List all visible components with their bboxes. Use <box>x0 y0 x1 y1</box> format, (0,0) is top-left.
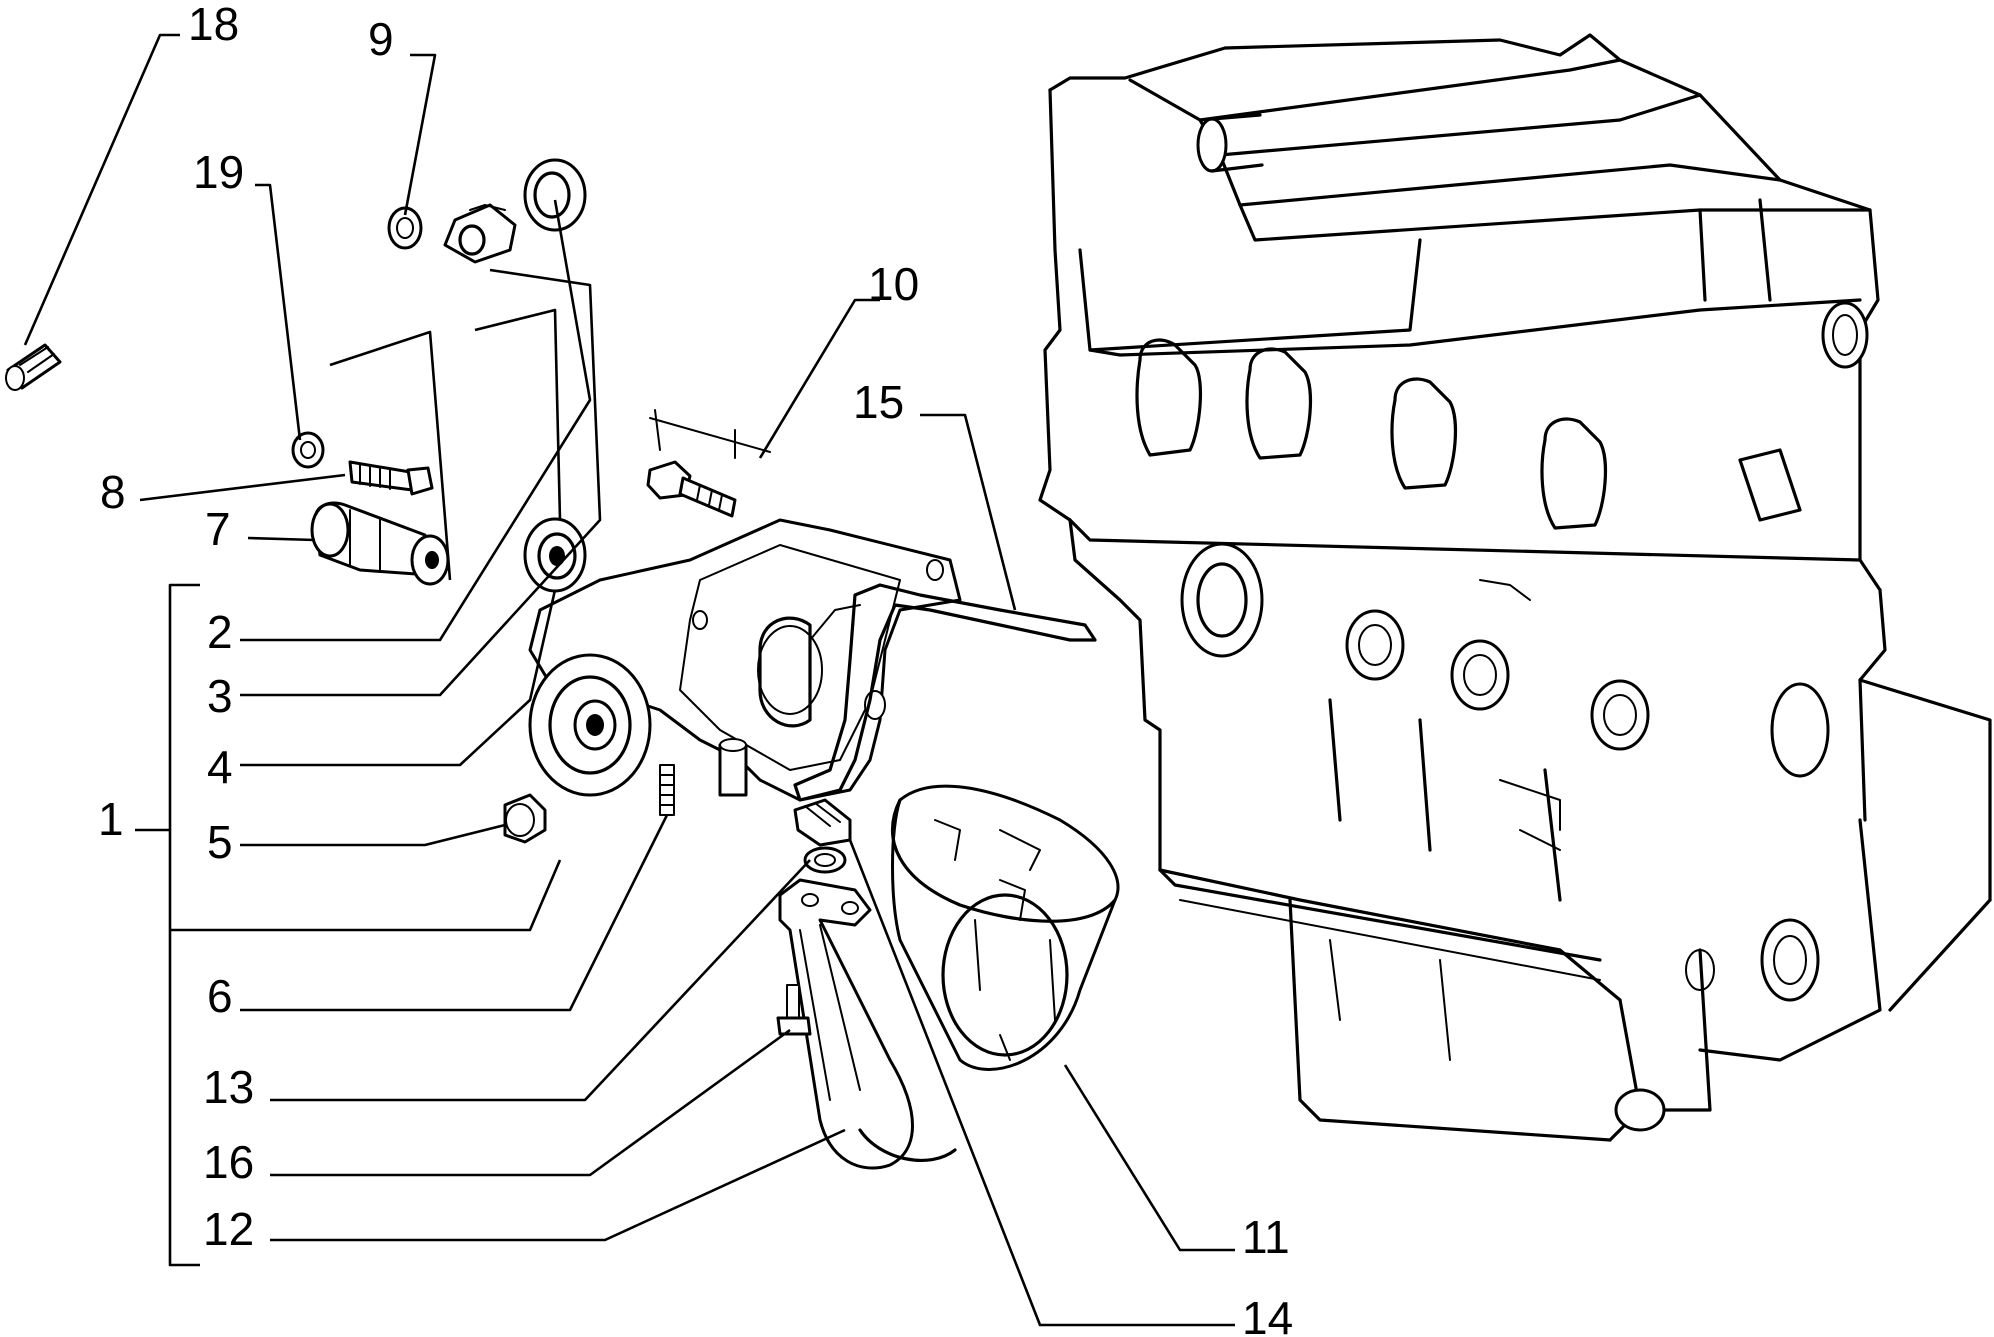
bolt-8 <box>348 460 434 496</box>
washer-9 <box>387 206 423 250</box>
pressure-switch <box>310 501 450 586</box>
oil-plug <box>503 793 547 844</box>
pump-pulley <box>528 653 652 797</box>
callout-2: 2 <box>207 606 233 658</box>
callout-7: 7 <box>205 503 231 555</box>
stud-6 <box>659 764 675 816</box>
leader-lines <box>23 33 1235 1327</box>
o-ring-13 <box>803 846 847 874</box>
callout-8: 8 <box>100 466 126 518</box>
bearing <box>523 517 587 593</box>
callout-11: 11 <box>1242 1211 1290 1263</box>
callout-9: 9 <box>368 13 394 65</box>
callout-19: 19 <box>193 146 244 198</box>
bolt-10 <box>646 409 771 518</box>
callout-3: 3 <box>207 670 233 722</box>
callout-10: 10 <box>868 258 919 310</box>
callout-18: 18 <box>188 0 239 50</box>
callout-1: 1 <box>98 793 124 845</box>
callout-12: 12 <box>203 1203 254 1255</box>
threaded-plug <box>443 203 517 264</box>
pump-gasket <box>793 583 1097 802</box>
callout-4: 4 <box>207 741 233 793</box>
bolt-16 <box>776 984 812 1036</box>
washer-19 <box>291 431 325 469</box>
callout-5: 5 <box>207 816 233 868</box>
callout-6: 6 <box>207 970 233 1022</box>
callout-labels: 18 9 19 10 15 8 7 2 3 4 1 5 6 13 16 12 1… <box>98 0 1293 1337</box>
callout-15: 15 <box>853 376 904 428</box>
callout-13: 13 <box>203 1061 254 1113</box>
engine-block <box>1038 33 1992 1142</box>
sleeve-18 <box>5 343 62 391</box>
callout-16: 16 <box>203 1136 254 1188</box>
seal-ring <box>523 158 587 232</box>
callout-14: 14 <box>1242 1292 1293 1337</box>
fitting-14 <box>793 798 852 847</box>
oil-filter <box>890 784 1120 1071</box>
